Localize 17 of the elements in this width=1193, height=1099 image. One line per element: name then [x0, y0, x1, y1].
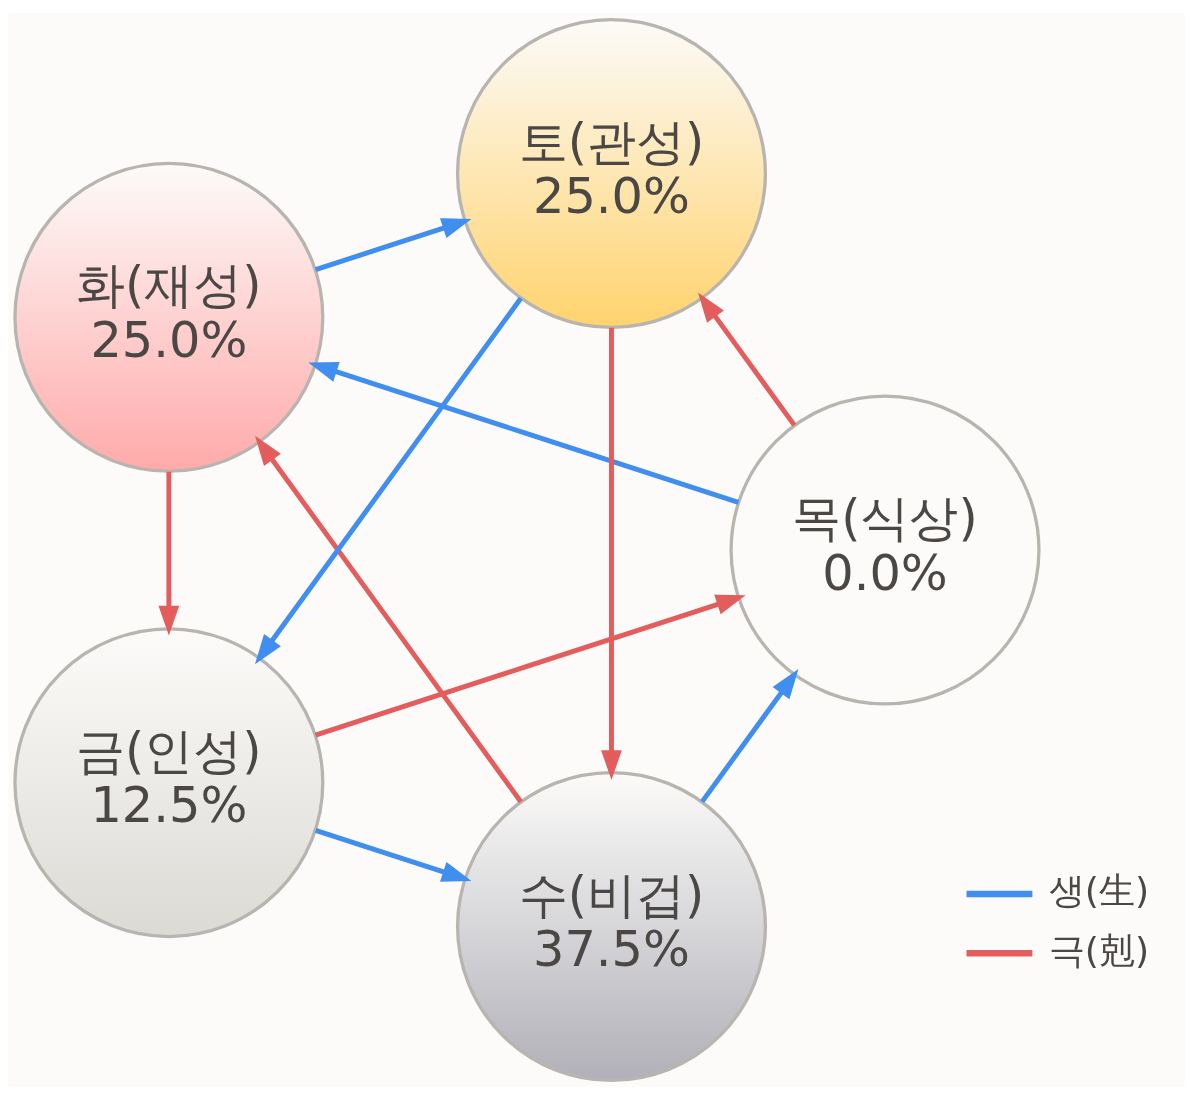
- node-circle: 수(비겁) 37.5%: [455, 770, 768, 1082]
- node-circle: 목(식상) 0.0%: [729, 393, 1041, 706]
- arrow: [314, 827, 472, 882]
- node-circle: 토(관성) 25.0%: [455, 17, 768, 329]
- arrow: [308, 361, 740, 505]
- arrow: [255, 296, 523, 664]
- arrow: [314, 594, 746, 737]
- arrow: [158, 471, 180, 635]
- arrow: [698, 292, 797, 427]
- legend-label: 극(剋): [1048, 928, 1150, 972]
- arrow: [601, 327, 622, 780]
- legend-label: 생(生): [1048, 868, 1150, 912]
- arrow: [255, 435, 523, 803]
- arrow: [700, 668, 799, 803]
- arrow: [314, 217, 472, 272]
- node-circle: 금(인성) 12.5%: [13, 626, 325, 938]
- node-circle: 화(재성) 25.0%: [13, 161, 325, 473]
